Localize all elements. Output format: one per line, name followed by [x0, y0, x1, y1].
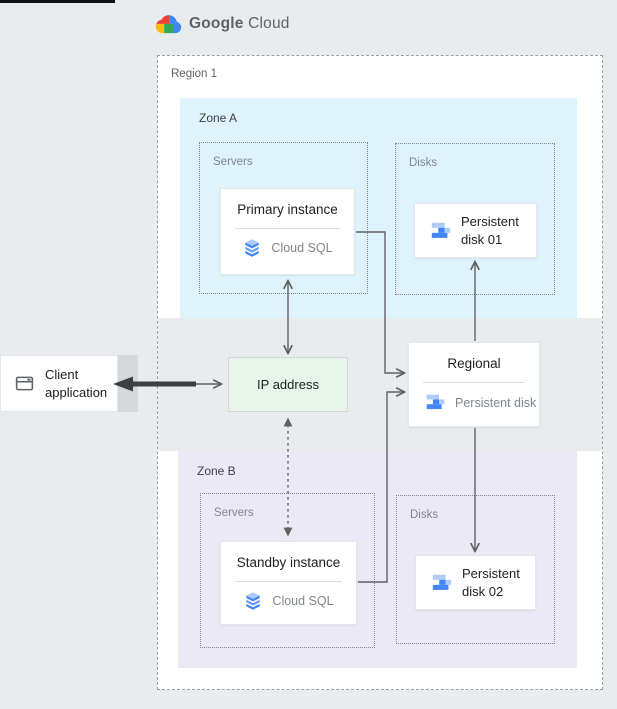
regional-title: Regional — [447, 356, 501, 371]
persistent-disk-icon — [430, 220, 452, 242]
regional-disk-card: Regional Persistent disk — [408, 342, 540, 427]
zone-a-servers-label: Servers — [213, 156, 253, 168]
zone-b-disks-label: Disks — [410, 509, 439, 521]
persistent-disk-01-card: Persistent disk 01 — [414, 203, 537, 258]
google-cloud-logo: Google Cloud — [155, 13, 290, 34]
cloud-sql-icon — [242, 238, 262, 258]
regional-service-label: Persistent disk — [455, 395, 537, 410]
cloud-sql-icon — [243, 591, 263, 611]
client-card-extension — [118, 355, 138, 412]
persistent-disk-icon — [431, 572, 453, 594]
card-divider — [235, 581, 342, 582]
persistent-disk-02-card: Persistent disk 02 — [415, 555, 536, 610]
top-accent-bar — [0, 0, 115, 3]
ip-address-box: IP address — [228, 357, 348, 412]
google-cloud-wordmark: Google Cloud — [189, 14, 290, 32]
persistent-disk-icon — [425, 392, 446, 413]
standby-service-label: Cloud SQL — [272, 594, 334, 608]
zone-a-label: Zone A — [199, 111, 238, 125]
card-divider — [423, 382, 525, 383]
persistent-disk-02-label: Persistent disk 02 — [462, 565, 520, 599]
primary-service-label: Cloud SQL — [271, 241, 333, 255]
client-application-card: Client application — [0, 355, 118, 412]
region-label: Region 1 — [171, 68, 218, 80]
ip-address-label: IP address — [257, 377, 319, 392]
persistent-disk-01-label: Persistent disk 01 — [461, 213, 519, 247]
client-application-label: Client application — [45, 366, 108, 400]
client-application-icon — [14, 373, 35, 394]
zone-a-disks-label: Disks — [409, 157, 438, 169]
zone-b-label: Zone B — [197, 464, 236, 478]
primary-instance-card: Primary instance Cloud SQL — [220, 188, 355, 275]
standby-instance-card: Standby instance Cloud SQL — [220, 541, 357, 625]
zone-b-servers-label: Servers — [214, 507, 254, 519]
standby-instance-title: Standby instance — [236, 555, 341, 570]
google-cloud-icon — [155, 13, 182, 34]
primary-instance-title: Primary instance — [237, 202, 338, 217]
card-divider — [235, 228, 340, 229]
